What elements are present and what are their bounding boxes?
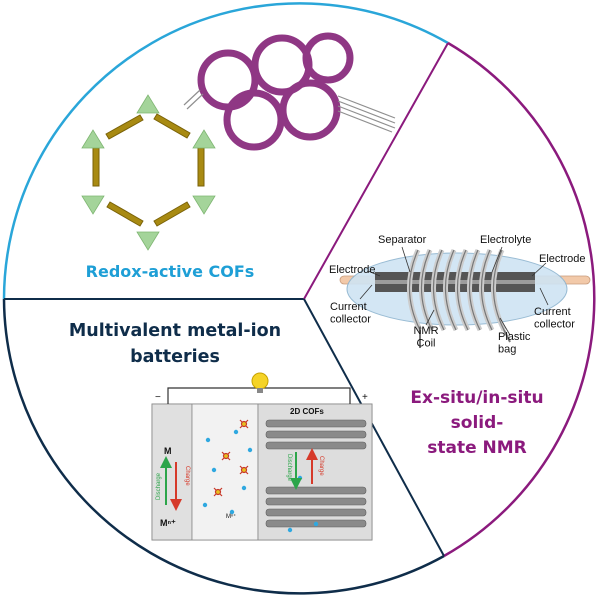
cof-layer [265,430,367,439]
label-separator: Separator [378,234,427,246]
cof-layer [265,497,367,506]
terminal-negative: − [155,392,161,403]
label-metal-ion: Mⁿ⁺ [160,518,176,528]
nmr-leader-lines [359,246,549,336]
node-triangle [192,195,216,215]
nmr-sector-arc [443,41,596,558]
title-redox-active-cofs: Redox-active COFs [85,262,255,281]
node-triangle [81,129,105,149]
anion-clusters [213,419,249,497]
text-line: bag [498,344,516,356]
text-line: collector [330,314,371,326]
node-triangle [136,94,160,114]
coil-lead [503,329,511,343]
lightbulb-base [257,388,263,393]
text-line: Coil [417,338,436,350]
hexagon-node-triangles [81,94,216,251]
lightbulb-icon [251,372,269,390]
battery-sector-arc [2,298,445,595]
text-line: Current [534,306,571,318]
text-line: NMR [413,325,438,337]
text-line: Plastic [498,331,531,343]
cof-hexagon-diagram [81,94,216,251]
label-metal: M [164,446,172,456]
label-2d-cofs: 2D COFs [290,407,324,416]
text-line: Current [330,301,367,313]
label-electrode-right: Electrode [539,253,585,265]
label-discharge-right: Discharge [286,454,292,482]
separator-layer [375,280,535,284]
cof-molecular-structure [183,32,396,151]
pore-ring [197,49,259,111]
node-triangle [192,129,216,149]
text-line: collector [534,319,575,331]
cof-layer [265,419,367,428]
label-charge-left: Charge [184,466,190,486]
title-multivalent-batteries: Multivalent metal-ion batteries [68,321,282,367]
stacked-layers [183,89,396,133]
pore-ring [279,79,341,141]
ions [202,429,319,533]
label-charge-right: Charge [318,456,324,476]
terminal-positive: + [362,392,368,403]
label-discharge-left: Discharge [156,472,162,500]
nmr-cell-diagram: Separator Electrolyte Electrode Electrod… [329,234,591,356]
node-triangle [81,195,105,215]
label-metal-ion-electrolyte: Mⁿ⁺ [226,513,236,520]
cof-layer [265,508,367,517]
node-triangle [136,231,160,251]
label-electrolyte: Electrolyte [480,234,531,246]
title-solid-state-nmr: Ex-situ/in-situ solid- state NMR [410,388,544,458]
label-electrode-left: Electrode [329,264,375,276]
cof-layer [265,486,367,495]
cof-layer [265,441,367,450]
divider-cof-nmr [303,42,449,300]
battery-cell-diagram: − + 2D COFs M Mⁿ⁺ Mⁿ⁺ [151,372,373,541]
pore-ring [302,32,354,84]
pore-ring [223,89,285,151]
electrolyte-region [191,403,259,541]
cof-sector-arc [2,2,449,300]
hexagon-rods [92,113,205,227]
divider-battery-nmr [303,298,445,557]
